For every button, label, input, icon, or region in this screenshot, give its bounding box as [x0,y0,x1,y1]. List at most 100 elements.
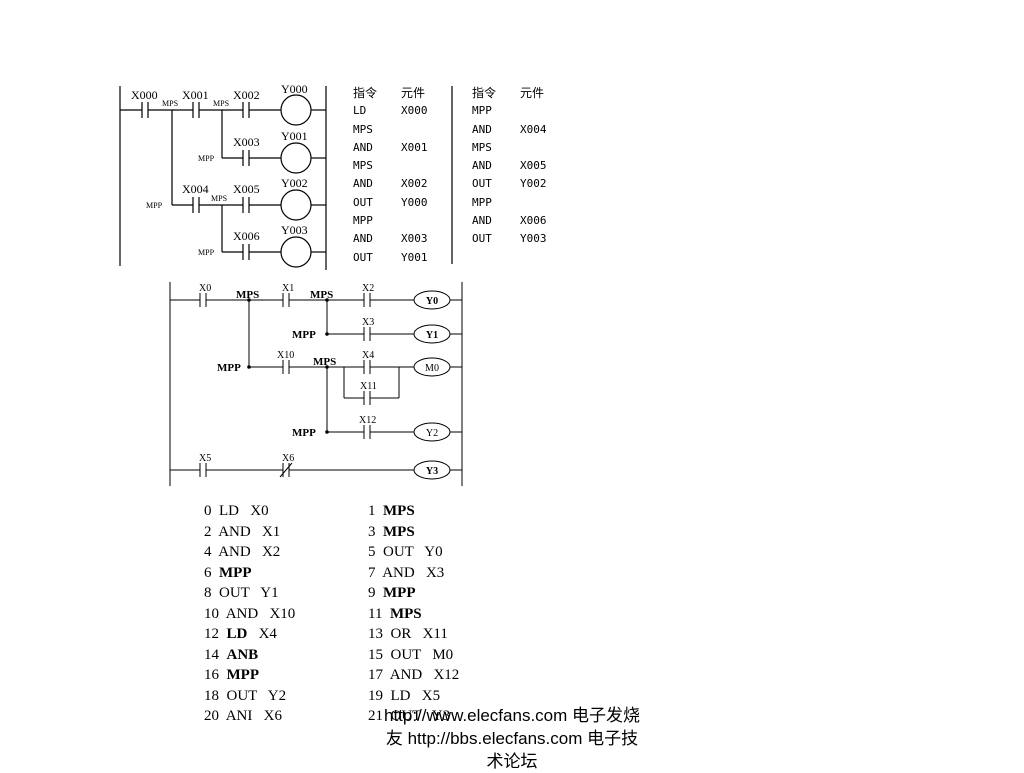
contact-label: X000 [131,88,158,102]
step-op: MPS [383,523,415,540]
step-number: 9 [368,585,383,601]
contact-label: X11 [360,381,377,392]
step-number: 2 [204,523,219,540]
instruction-op: MPS [472,140,492,154]
contact-label: X006 [233,229,260,243]
step-number: 18 [204,687,227,704]
coil-label: Y002 [281,176,308,190]
step-op: MPP [226,667,259,683]
step-op: LD [226,626,248,642]
header-element: 元件 [520,86,545,100]
step-arg: X12 [422,667,460,683]
step-op: OUT [383,544,414,560]
step-number: 8 [204,585,219,601]
program-step: 18 OUT Y2 [204,686,295,707]
contact-label: X004 [182,182,209,196]
contact-label: X4 [362,350,374,361]
contact-label: X2 [362,283,374,294]
program-step: 6 MPP [204,563,295,584]
header-element: 元件 [401,86,426,100]
step-op: ANB [226,646,259,663]
instruction-op: OUT [353,195,373,209]
program-step: 3 MPS [368,522,459,543]
step-number: 5 [368,544,383,560]
coil-label: M0 [425,363,439,374]
program-step: 2 AND X1 [204,522,295,543]
instruction-op: OUT [472,177,492,191]
program-step: 4 AND X2 [204,542,295,563]
step-op: MPS [383,503,415,519]
step-op: OUT [226,687,258,704]
instruction-row: AND X001 [353,139,428,157]
step-arg: X2 [250,544,281,560]
program-step: 0 LD X0 [204,501,295,522]
step-op: MPS [389,605,422,622]
footer-line: http://www.elecfans.com 电子发烧 [383,706,641,725]
coil-label: Y001 [281,129,308,143]
footer-line: 友 http://bbs.elecfans.com 电子技 [385,729,639,748]
mpp-mark: MPP [217,362,241,374]
step-arg: X10 [258,605,296,622]
contact-label: X005 [233,182,260,196]
step-arg: X4 [247,626,277,642]
mpp-mark: MPP [146,201,163,210]
coil-label: Y0 [426,296,438,307]
instruction-row: MPS [353,121,428,139]
step-number: 13 [368,626,391,642]
step-op: OUT [390,708,422,724]
coil-label: Y003 [281,223,308,237]
footer-line: 术论坛 [486,752,538,771]
instruction-op: MPP [472,104,492,118]
step-number: 16 [204,667,227,683]
header-instruction: 指令 [353,86,378,100]
instruction-op: MPP [472,195,492,209]
step-number: 1 [368,503,383,519]
instruction-row: MPP [472,102,547,120]
coil-label: Y3 [426,466,438,477]
step-number: 12 [204,626,227,642]
instruction-op: MPS [353,122,373,136]
program-step: 20 ANI X6 [204,706,295,727]
program-step: 16 MPP [204,665,295,686]
step-op: OR [390,626,412,642]
contact-label: X001 [182,88,209,102]
instruction-op: OUT [472,232,492,246]
program-step: 1 MPS [368,501,459,522]
step-arg: X3 [414,564,445,581]
step-arg: Y0 [413,544,443,560]
step-arg: X6 [252,708,282,724]
instruction-op: AND [353,140,373,154]
instruction-row: MPS [353,157,428,175]
instruction-element: Y000 [401,195,428,209]
step-op: AND [218,523,251,540]
step-number: 15 [368,646,391,663]
instruction-element: X004 [520,122,547,136]
contact-label: X003 [233,135,260,149]
mpp-mark: MPP [292,329,316,341]
instruction-element: X001 [401,140,428,154]
step-op: ANI [225,708,253,724]
contact-label: X002 [233,88,260,102]
step-number: 10 [204,605,226,622]
coil-label: Y1 [426,330,438,341]
coil-label: Y000 [281,82,308,96]
instruction-op: AND [472,214,492,228]
step-number: 14 [204,646,227,663]
step-op: OUT [219,585,250,601]
mpp-mark: MPP [198,154,215,163]
contact-label: X3 [362,317,374,328]
instruction-element: X000 [401,104,428,118]
contact-label: X12 [359,415,376,426]
contact-label: X0 [199,283,211,294]
mps-mark: MPS [213,99,229,108]
instruction-element: X003 [401,232,428,246]
step-arg: X0 [239,503,269,519]
